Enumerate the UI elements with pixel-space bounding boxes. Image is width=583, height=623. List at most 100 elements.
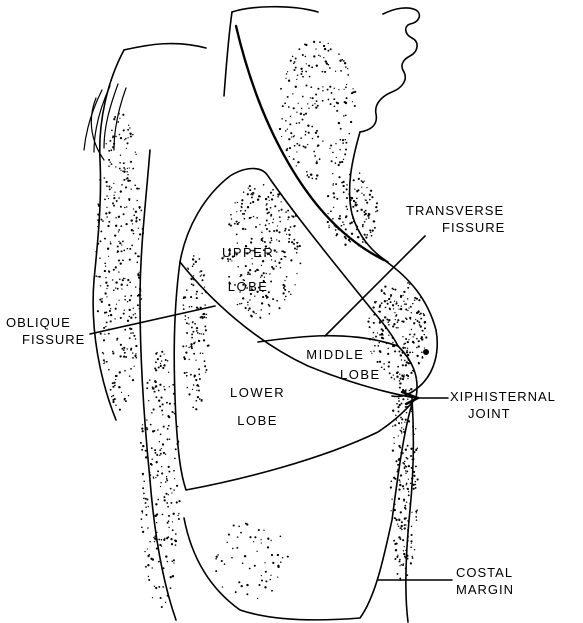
stipple-dot (285, 296, 287, 298)
stipple-dot (136, 262, 137, 263)
stipple-dot (289, 156, 290, 157)
stipple-dot (396, 372, 398, 374)
stipple-dot (382, 319, 384, 321)
stipple-dot (201, 274, 202, 275)
stipple-dot (269, 200, 270, 201)
stipple-dot (407, 310, 408, 311)
stipple-dot (399, 387, 401, 389)
stipple-dot (388, 324, 390, 326)
stipple-dot (401, 306, 402, 307)
stipple-dot (191, 283, 193, 285)
stipple-dot (399, 559, 401, 561)
stipple-dot (393, 437, 394, 438)
stipple-dot (143, 493, 145, 495)
oblique-fissure-line2: FISSURE (6, 331, 85, 348)
stipple-dot (163, 426, 165, 428)
stipple-dot (162, 367, 164, 369)
stipple-dot (118, 241, 119, 242)
stipple-dot (253, 216, 254, 217)
stipple-dot (316, 162, 318, 164)
stipple-dot (164, 389, 166, 391)
stipple-dot (122, 241, 124, 243)
stipple-dot (399, 374, 400, 375)
stipple-dot (236, 221, 238, 223)
stipple-dot (417, 448, 419, 450)
stipple-dot (110, 241, 111, 242)
stipple-dot (161, 606, 163, 608)
stipple-dot (106, 312, 108, 314)
stipple-dot (167, 428, 169, 430)
stipple-dot (270, 540, 271, 541)
stipple-dot (135, 154, 136, 155)
stipple-dot (394, 301, 395, 302)
stipple-dot (353, 200, 355, 202)
stipple-dot (118, 216, 120, 218)
stipple-dot (131, 189, 132, 190)
stipple-dot (127, 168, 128, 169)
stipple-dot (396, 419, 397, 420)
stipple-dot (363, 194, 365, 196)
stipple-dot (322, 71, 324, 73)
stipple-dot (259, 317, 261, 319)
stipple-dot (400, 511, 402, 513)
stipple-dot (140, 442, 142, 444)
stipple-dot (134, 184, 136, 186)
stipple-dot (343, 115, 345, 117)
stipple-dot (129, 327, 131, 329)
stipple-dot (115, 287, 116, 288)
stipple-dot (308, 107, 309, 108)
stipple-dot (188, 269, 189, 270)
stipple-dot (333, 196, 335, 198)
stipple-dot (270, 215, 272, 217)
stipple-dot (312, 97, 314, 99)
stipple-dot (287, 129, 288, 130)
stipple-dot (302, 119, 304, 121)
stipple-dot (217, 554, 219, 556)
stipple-dot (111, 187, 112, 188)
stipple-dot (395, 519, 397, 521)
stipple-dot (354, 91, 356, 93)
stipple-dot (119, 168, 121, 170)
stipple-dot (396, 403, 398, 405)
abdomen-front-outline (406, 398, 413, 622)
stipple-dot (391, 498, 392, 499)
stipple-dot (168, 471, 170, 473)
neck-back (124, 12, 232, 96)
stipple-dot (396, 301, 397, 302)
stipple-dot (327, 50, 329, 52)
stipple-dot (97, 276, 98, 277)
stipple-dot (160, 453, 162, 455)
stipple-dot (127, 129, 129, 131)
stipple-dot (195, 359, 196, 360)
stipple-dot (170, 538, 172, 540)
stipple-dot (388, 298, 390, 300)
stipple-dot (129, 248, 131, 250)
stipple-dot (406, 470, 408, 472)
stipple-dot (381, 302, 383, 304)
stipple-dot (407, 488, 409, 490)
stipple-dot (272, 562, 274, 564)
stipple-dot (115, 281, 117, 283)
stipple-dot (352, 101, 353, 102)
stipple-dot (237, 304, 238, 305)
stipple-dot (119, 409, 121, 411)
stipple-dot (406, 318, 408, 320)
stipple-dot (163, 364, 165, 366)
stipple-dot (115, 404, 116, 405)
stipple-dot (402, 295, 403, 296)
stipple-dot (236, 547, 238, 549)
stipple-dot (161, 466, 162, 467)
stipple-dot (388, 361, 390, 363)
stipple-dot (106, 195, 108, 197)
stipple-dot (192, 265, 194, 267)
stipple-dot (394, 289, 396, 291)
stipple-dot (339, 60, 341, 62)
stipple-dot (403, 291, 405, 293)
stipple-dot (418, 340, 420, 342)
stipple-dot (158, 390, 160, 392)
stipple-dot (255, 226, 257, 228)
stipple-dot (159, 455, 160, 456)
stipple-dot (362, 226, 364, 228)
stipple-dot (403, 429, 404, 430)
stipple-dot (206, 317, 207, 318)
